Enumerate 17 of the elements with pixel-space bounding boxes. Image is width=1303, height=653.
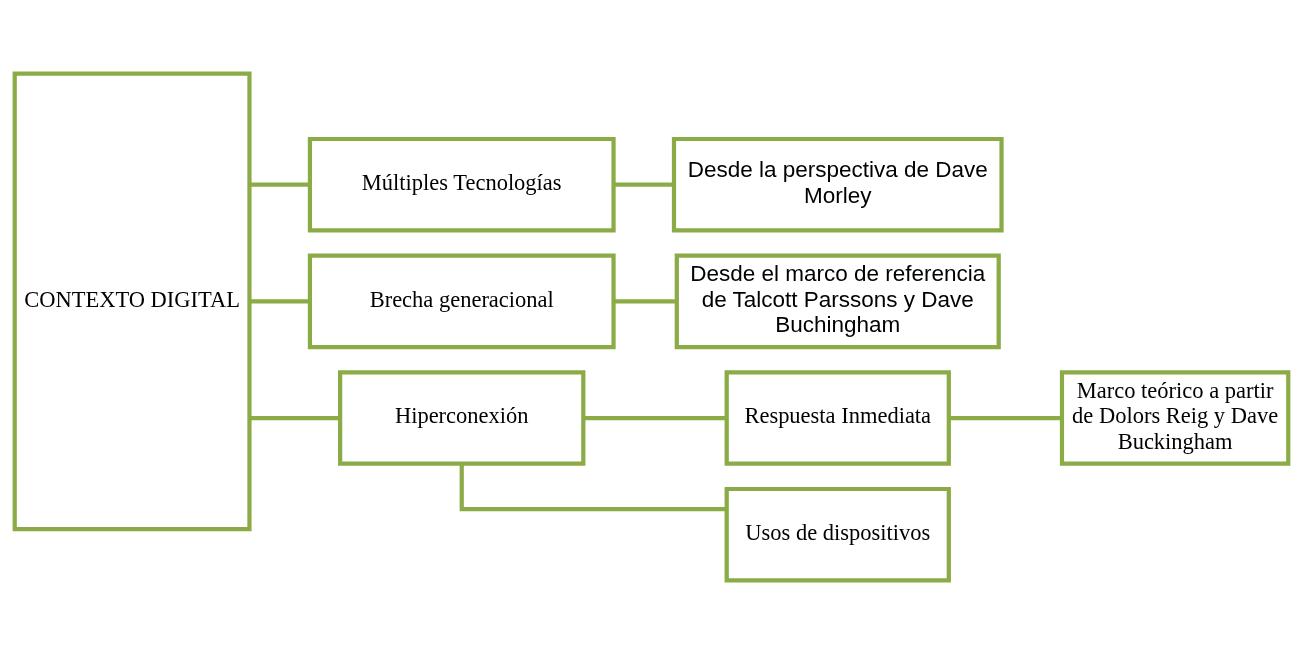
node-box: Marco teórico a partir de Dolors Reig y Dave Buckingham (1059, 369, 1291, 466)
node-box: Respuesta Inmediata (724, 369, 951, 466)
connector (583, 415, 727, 420)
node-box: CONTEXTO DIGITAL (12, 71, 252, 531)
connector (459, 463, 727, 511)
connector (613, 182, 674, 187)
connector (249, 182, 310, 187)
connector (949, 415, 1062, 420)
connector (249, 298, 310, 303)
node-box: Brecha generacional (307, 253, 616, 349)
node-box: Desde la perspectiva de Dave Morley (671, 136, 1004, 232)
node-box: Hiperconexión (338, 369, 586, 466)
node-box: Desde el marco de referencia de Talcott Parssons y Dave Buchingham (674, 253, 1001, 349)
node-box: Múltiples Tecnologías (307, 136, 616, 232)
connector (249, 415, 340, 420)
node-box: Usos de dispositivos (724, 486, 951, 582)
connector (613, 298, 677, 303)
